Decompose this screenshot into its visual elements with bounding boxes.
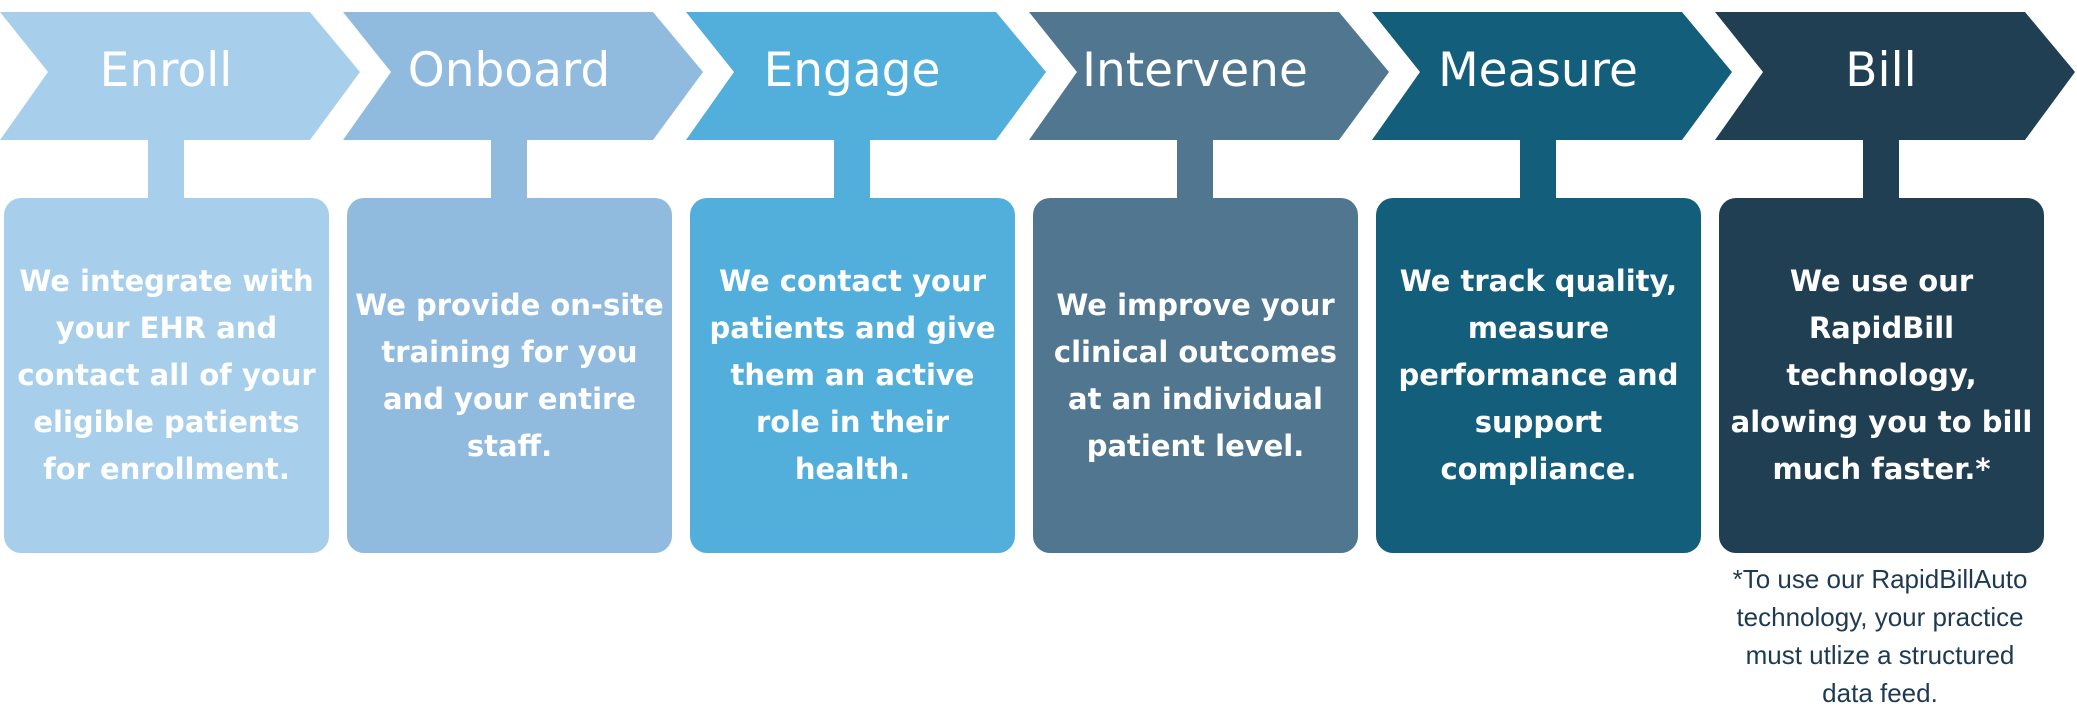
stage-description-card: We provide on-site training for you and … — [347, 198, 672, 553]
stage-engage: Engage We contact your patients and give… — [686, 0, 1046, 560]
stage-description-card: We track quality, measure performance an… — [1376, 198, 1701, 553]
stage-description-card: We contact your patients and give them a… — [690, 198, 1015, 553]
stage-connector — [491, 126, 527, 202]
stage-arrow — [1372, 12, 1732, 140]
stage-measure: Measure We track quality, measure perfor… — [1372, 0, 1732, 560]
stage-arrow — [343, 12, 703, 140]
stage-title: Measure — [1438, 43, 1638, 98]
stage-description-card: We use our RapidBill technology, alowing… — [1719, 198, 2044, 553]
stage-arrow — [1715, 12, 2075, 140]
stage-connector — [1863, 126, 1899, 202]
stage-title: Enroll — [99, 43, 233, 98]
stage-description-card: We integrate with your EHR and contact a… — [4, 198, 329, 553]
stage-title: Engage — [763, 43, 941, 98]
stage-description: We contact your patients and give them a… — [709, 264, 996, 486]
stage-enroll: Enroll We integrate with your EHR and co… — [0, 0, 360, 560]
stage-arrow — [686, 12, 1046, 140]
stage-bill: Bill We use our RapidBill technology, al… — [1715, 0, 2075, 560]
stage-description-card: We improve your clinical outcomes at an … — [1033, 198, 1358, 553]
stage-connector — [148, 126, 184, 202]
stage-connector — [1177, 126, 1213, 202]
stage-connector — [1520, 126, 1556, 202]
stage-title: Bill — [1845, 43, 1917, 98]
stage-description: We use our RapidBill technology, alowing… — [1730, 264, 2033, 486]
stage-connector — [834, 126, 870, 202]
footnote: *To use our RapidBillAuto technology, yo… — [1732, 564, 2028, 708]
stage-title: Intervene — [1082, 43, 1308, 98]
stage-intervene: Intervene We improve your clinical outco… — [1029, 0, 1389, 560]
stage-arrow — [0, 12, 360, 140]
stage-onboard: Onboard We provide on-site training for … — [343, 0, 703, 560]
stage-title: Onboard — [407, 43, 611, 98]
stage-description: We track quality, measure performance an… — [1398, 264, 1679, 486]
stage-description: We integrate with your EHR and contact a… — [17, 264, 316, 486]
stage-description: We provide on-site training for you and … — [355, 287, 664, 463]
stage-description: We improve your clinical outcomes at an … — [1053, 287, 1338, 463]
stage-arrow — [1029, 12, 1389, 140]
